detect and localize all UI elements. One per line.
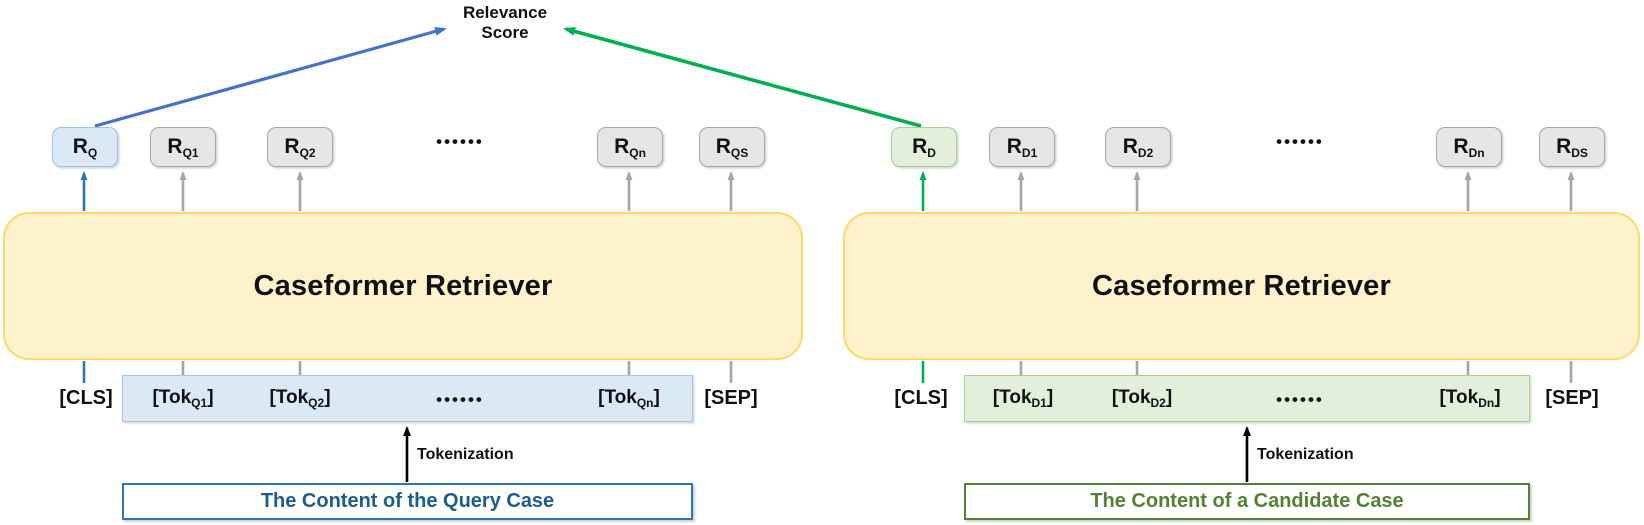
query-outputs-ellipsis: •••••• <box>436 132 484 151</box>
rep-rds-main: R <box>1556 135 1572 158</box>
rep-rqn-sub: Qn <box>629 146 646 160</box>
candidate-content-box: The Content of a Candidate Case <box>964 483 1530 520</box>
candidate-token-1: [TokD1] <box>993 387 1053 409</box>
rep-box-rqs: RQS <box>699 127 765 167</box>
candidate-score-arrow <box>563 27 922 128</box>
candidate-sep-token: [SEP] <box>1545 387 1599 409</box>
query-token-2-pre: [Tok <box>269 387 309 408</box>
rep-box-rq2: RQ2 <box>267 127 333 167</box>
query-token-2: [TokQ2] <box>269 387 330 409</box>
query-token-n-post: ] <box>653 387 660 408</box>
candidate-cls-token: [CLS] <box>894 387 948 409</box>
query-token-n: [TokQn] <box>598 387 660 409</box>
candidate-token-1-pre: [Tok <box>992 387 1032 408</box>
query-token-1: [TokQ1] <box>152 387 213 409</box>
relevance-score-line2: Score <box>481 23 529 43</box>
candidate-token-strip <box>964 375 1530 422</box>
rep-rq1-sub: Q1 <box>182 146 199 160</box>
rep-rd1-sub: D1 <box>1021 146 1038 160</box>
query-token-n-sub: Qn <box>636 396 654 410</box>
query-encoder-box: Caseformer Retriever <box>3 212 803 360</box>
query-encoder-title: Caseformer Retriever <box>253 269 553 302</box>
query-token-1-sub: Q1 <box>191 396 208 410</box>
query-token-1-post: ] <box>207 387 214 408</box>
query-content-text: The Content of the Query Case <box>260 490 555 512</box>
rep-rqs-main: R <box>715 135 731 158</box>
rep-box-rq: RQ <box>52 127 118 167</box>
query-token-2-post: ] <box>324 387 331 408</box>
rep-rd2-sub: D2 <box>1137 146 1154 160</box>
candidate-encoder-box: Caseformer Retriever <box>843 212 1640 360</box>
query-content-box: The Content of the Query Case <box>122 483 693 520</box>
rep-rdn-main: R <box>1453 135 1469 158</box>
rep-rqs-sub: QS <box>730 146 749 160</box>
candidate-token-n: [TokDn] <box>1439 387 1500 409</box>
candidate-tokenization-label: Tokenization <box>1257 446 1354 463</box>
candidate-token-2: [TokD2] <box>1112 387 1172 409</box>
candidate-token-2-pre: [Tok <box>1111 387 1151 408</box>
rep-box-rd2: RD2 <box>1105 127 1171 167</box>
rep-rdn-sub: Dn <box>1468 146 1485 160</box>
candidate-token-n-sub: Dn <box>1478 396 1495 410</box>
rep-rd1-main: R <box>1006 135 1022 158</box>
candidate-content-text: The Content of a Candidate Case <box>1090 490 1404 512</box>
rep-rd-main: R <box>912 135 928 158</box>
query-cls-token: [CLS] <box>59 387 113 409</box>
rep-rq-main: R <box>72 135 88 158</box>
candidate-token-n-pre: [Tok <box>1439 387 1479 408</box>
rep-box-rd: RD <box>891 127 957 167</box>
candidate-token-2-sub: D2 <box>1150 396 1166 410</box>
rep-box-rq1: RQ1 <box>150 127 216 167</box>
query-token-2-sub: Q2 <box>308 396 325 410</box>
rep-rd2-main: R <box>1122 135 1138 158</box>
rep-rqn-main: R <box>614 135 630 158</box>
query-tokenization-label: Tokenization <box>417 446 514 463</box>
rep-box-rds: RDS <box>1539 127 1605 167</box>
query-token-1-pre: [Tok <box>152 387 192 408</box>
rep-box-rqn: RQn <box>597 127 663 167</box>
candidate-token-1-post: ] <box>1046 387 1054 408</box>
rep-box-rdn: RDn <box>1436 127 1502 167</box>
query-sep-token: [SEP] <box>704 387 758 409</box>
relevance-score-label: Relevance Score <box>425 3 585 43</box>
query-token-n-pre: [Tok <box>598 387 637 408</box>
candidate-outputs-ellipsis: •••••• <box>1276 132 1324 151</box>
candidate-token-2-post: ] <box>1165 387 1173 408</box>
rep-rq-sub: Q <box>87 146 98 160</box>
query-tokens-ellipsis: •••••• <box>436 390 484 409</box>
candidate-tokens-ellipsis: •••••• <box>1276 390 1324 409</box>
query-score-arrow <box>94 27 447 128</box>
candidate-token-n-post: ] <box>1494 387 1501 408</box>
query-token-strip <box>122 375 693 422</box>
rep-rq2-sub: Q2 <box>299 146 316 160</box>
candidate-token-1-sub: D1 <box>1031 396 1047 410</box>
rep-rd-sub: D <box>927 146 936 160</box>
rep-rq1-main: R <box>167 135 183 158</box>
relevance-score-line1: Relevance <box>462 3 548 22</box>
candidate-encoder-title: Caseformer Retriever <box>1092 269 1391 302</box>
rep-box-rd1: RD1 <box>989 127 1055 167</box>
rep-rq2-main: R <box>284 135 300 158</box>
rep-rds-sub: DS <box>1571 146 1588 160</box>
